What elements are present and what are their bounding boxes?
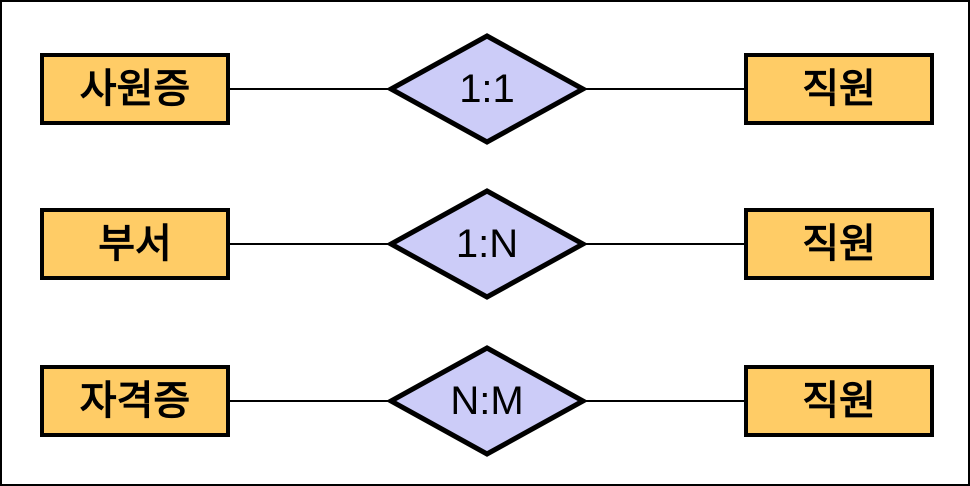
relationship-label: 1:1 (459, 67, 515, 111)
relationship-diamond: N:M (387, 344, 587, 458)
entity-label: 직원 (802, 67, 876, 111)
left-entity-box: 사원증 (40, 53, 230, 125)
relationship-label: N:M (450, 379, 524, 423)
entity-label: 부서 (98, 222, 172, 266)
connector-line-right (585, 400, 744, 402)
left-entity-box: 자격증 (40, 365, 230, 437)
relationship-diamond: 1:1 (387, 32, 587, 146)
diamond-shape-svg (387, 188, 587, 300)
connector-line-left (230, 400, 389, 402)
entity-label: 직원 (802, 222, 876, 266)
entity-label: 직원 (802, 379, 876, 423)
right-entity-box: 직원 (744, 53, 934, 125)
connector-line-right (585, 243, 744, 245)
left-entity-box: 부서 (40, 208, 230, 280)
connector-line-left (230, 88, 389, 90)
diamond-shape-svg (387, 33, 587, 145)
connector-line-left (230, 243, 389, 245)
right-entity-box: 직원 (744, 365, 934, 437)
relationship-diamond: 1:N (387, 187, 587, 301)
right-entity-box: 직원 (744, 208, 934, 280)
entity-label: 자격증 (79, 379, 191, 423)
diamond-shape-svg (387, 345, 587, 457)
diamond-shape (387, 188, 587, 300)
connector-line-right (585, 88, 744, 90)
diamond-shape (387, 33, 587, 145)
diamond-shape (387, 345, 587, 457)
relationship-label: 1:N (455, 222, 519, 266)
entity-label: 사원증 (79, 67, 191, 111)
